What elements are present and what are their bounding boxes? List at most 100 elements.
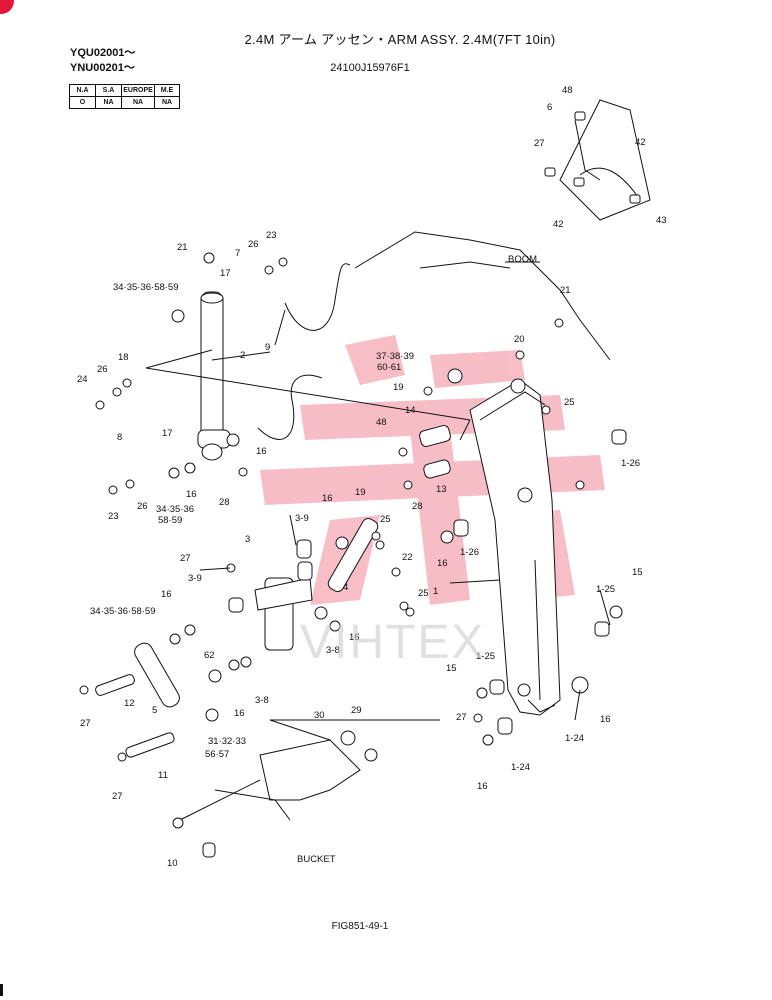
assembly-part-number: 24100J15976F1 <box>330 62 410 74</box>
callout-16g: 16 <box>477 781 488 792</box>
callout-48a: 48 <box>562 85 573 96</box>
callout-19a: 19 <box>393 382 404 393</box>
callout-34-35-36-58-59a: 34·35·36·58·59 <box>113 282 179 293</box>
callout-13: 13 <box>436 484 447 495</box>
callout-3: 3 <box>245 534 250 545</box>
callout-27d: 27 <box>112 791 123 802</box>
callout-24: 24 <box>77 374 88 385</box>
callout-34-35-36: 34·35·36 <box>156 504 194 515</box>
callout-43: 43 <box>656 215 667 226</box>
callout-48b: 48 <box>376 417 387 428</box>
callout-16f: 16 <box>437 558 448 569</box>
callout-3-8a: 3-8 <box>326 645 340 656</box>
callout-16d: 16 <box>161 589 172 600</box>
callout-12: 12 <box>124 698 135 709</box>
callout-labels: 1 2 3 4 5 6 7 8 9 10 11 12 13 14 15 15 1… <box>77 85 667 869</box>
callout-11: 11 <box>158 770 168 781</box>
callout-16i: 16 <box>349 632 360 643</box>
callout-29: 29 <box>351 705 362 716</box>
callout-26c: 26 <box>137 501 148 512</box>
callout-1-26b: 1-26 <box>460 547 479 558</box>
boom-label: BOOM <box>508 254 537 265</box>
callout-28b: 28 <box>412 501 423 512</box>
callout-42a: 42 <box>635 137 646 148</box>
callout-22: 22 <box>402 552 413 563</box>
callout-1-24a: 1-24 <box>565 733 584 744</box>
arm-body <box>469 378 561 716</box>
boom-outline <box>354 231 611 361</box>
callout-19b: 19 <box>355 487 366 498</box>
callout-34-35-36-58-59b: 34·35·36·58·59 <box>90 606 156 617</box>
serial-range-2: YNU00201～ <box>70 62 135 74</box>
callout-1-25a: 1-25 <box>596 584 615 595</box>
availability-value: O <box>69 96 96 109</box>
availability-value: NA <box>154 96 180 109</box>
inset-detail-drawing <box>544 99 651 221</box>
callout-3-9b: 3-9 <box>188 573 202 584</box>
callout-16a: 16 <box>322 493 333 504</box>
callout-1-26a: 1-26 <box>621 458 640 469</box>
callout-27c: 27 <box>80 718 91 729</box>
callout-4: 4 <box>343 582 348 593</box>
availability-table: N.A S.A EUROPE M.E O NA NA NA <box>69 84 180 109</box>
callout-42b: 42 <box>553 219 564 230</box>
callout-30: 30 <box>314 710 325 721</box>
callout-26a: 26 <box>248 239 259 250</box>
callout-16b: 16 <box>256 446 267 457</box>
callout-16e: 16 <box>234 708 245 719</box>
figure-number: FIG851-49-1 <box>331 921 389 932</box>
callout-20: 20 <box>514 334 525 345</box>
callout-26b: 26 <box>97 364 108 375</box>
callout-5: 5 <box>152 705 157 716</box>
callout-27b: 27 <box>180 553 191 564</box>
callout-17a: 17 <box>220 268 231 279</box>
callout-56-57: 56·57 <box>205 749 229 760</box>
callout-1: 1 <box>433 586 438 597</box>
availability-value-row: O NA NA NA <box>69 96 180 109</box>
bucket-link-assembly <box>95 518 379 821</box>
callout-1-24b: 1-24 <box>511 762 530 773</box>
callout-60-61: 60·61 <box>377 362 401 373</box>
availability-header-row: N.A S.A EUROPE M.E <box>69 84 180 97</box>
callout-3-9a: 3-9 <box>295 513 309 524</box>
watermark-text: VIHTEX <box>300 616 486 669</box>
callout-1-25b: 1-25 <box>476 651 495 662</box>
callout-58-59: 58·59 <box>158 515 182 526</box>
page-edge <box>0 984 3 996</box>
callout-27a: 27 <box>534 138 545 149</box>
pins-and-bushings <box>168 309 627 858</box>
callout-2: 2 <box>240 350 245 361</box>
arm-cylinder <box>145 291 471 461</box>
callout-18: 18 <box>118 352 129 363</box>
bolts-and-fittings <box>79 252 585 762</box>
callout-23a: 23 <box>266 230 277 241</box>
callout-8: 8 <box>117 432 122 443</box>
callout-7: 7 <box>235 248 240 259</box>
callout-9: 9 <box>265 342 270 353</box>
callout-23b: 23 <box>108 511 119 522</box>
callout-21b: 21 <box>560 285 571 296</box>
callout-62: 62 <box>204 650 215 661</box>
leader-lines <box>199 309 611 741</box>
callout-16h: 16 <box>600 714 611 725</box>
page-title: 2.4M アーム アッセン・ARM ASSY. 2.4M(7FT 10in) <box>244 32 556 47</box>
callout-6: 6 <box>547 102 552 113</box>
callout-3-8b: 3-8 <box>255 695 269 706</box>
callout-15b: 15 <box>632 567 643 578</box>
callout-17b: 17 <box>162 428 173 439</box>
availability-value: NA <box>95 96 122 109</box>
hydraulic-hoses <box>257 263 351 440</box>
callout-21a: 21 <box>177 242 188 253</box>
bucket-label: BUCKET <box>297 854 336 865</box>
callout-28a: 28 <box>219 497 230 508</box>
callout-27e: 27 <box>456 712 467 723</box>
callout-14: 14 <box>405 405 416 416</box>
callout-37-38-39: 37·38·39 <box>376 351 414 362</box>
callout-10: 10 <box>167 858 178 869</box>
callout-15a: 15 <box>446 663 457 674</box>
callout-25c: 25 <box>564 397 575 408</box>
callout-16c: 16 <box>186 489 197 500</box>
callout-31-32-33: 31·32·33 <box>208 736 246 747</box>
